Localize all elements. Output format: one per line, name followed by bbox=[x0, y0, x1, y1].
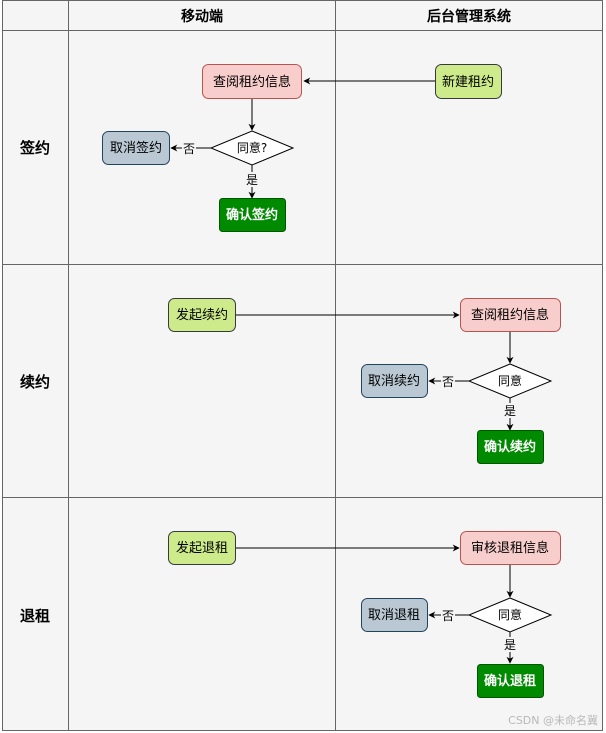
decision-agree-label: 同意 bbox=[498, 607, 522, 622]
node-view-lease-info-label: 查阅租约信息 bbox=[213, 74, 291, 90]
node-cancel-renew bbox=[361, 364, 428, 398]
edge-label-yes: 是 bbox=[504, 638, 516, 652]
row-header-renew: 续约 bbox=[20, 373, 50, 391]
label-no-bg bbox=[441, 374, 455, 389]
node-review-exit-info-label: 审核退租信息 bbox=[471, 540, 549, 556]
node-new-lease bbox=[435, 64, 502, 99]
header-row bbox=[2, 0, 603, 31]
node-initiate-exit bbox=[168, 531, 236, 565]
edge-label-no: 否 bbox=[442, 375, 454, 389]
label-yes-bg bbox=[503, 403, 517, 418]
node-view-lease-info-label: 查阅租约信息 bbox=[471, 307, 549, 323]
watermark: CSDN @未命名冀 bbox=[508, 714, 598, 727]
node-cancel-exit bbox=[361, 598, 428, 632]
decision-agree bbox=[209, 130, 295, 166]
label-yes-bg bbox=[245, 172, 259, 187]
decision-agree bbox=[467, 363, 553, 399]
exit-flow: 发起退租 审核退租信息 同意 取消退租 否 是 确认退租 bbox=[168, 531, 561, 698]
row-header-sign: 签约 bbox=[19, 139, 50, 157]
sign-flow: 查阅租约信息 新建租约 同意? 取消签约 否 是 确认签约 bbox=[102, 64, 502, 232]
edge-label-no: 否 bbox=[183, 142, 195, 156]
label-yes-bg bbox=[503, 637, 517, 652]
node-new-lease-label: 新建租约 bbox=[442, 74, 494, 90]
edge-label-yes: 是 bbox=[504, 404, 516, 418]
node-view-lease-info bbox=[460, 298, 561, 332]
node-confirm-sign bbox=[219, 198, 286, 232]
row-header-exit: 退租 bbox=[20, 607, 50, 625]
node-cancel-sign-label: 取消签约 bbox=[110, 140, 162, 156]
column-header-mobile: 移动端 bbox=[181, 8, 223, 25]
label-no-bg bbox=[182, 141, 196, 156]
node-cancel-sign bbox=[102, 131, 170, 165]
node-confirm-exit-label: 确认退租 bbox=[484, 673, 536, 689]
renew-flow: 发起续约 查阅租约信息 同意 取消续约 否 是 确认续约 bbox=[168, 298, 561, 464]
node-cancel-exit-label: 取消退租 bbox=[368, 608, 420, 623]
edge-label-yes: 是 bbox=[246, 173, 258, 187]
decision-agree bbox=[467, 597, 553, 633]
lane-sign bbox=[2, 30, 603, 265]
node-confirm-sign-label: 确认签约 bbox=[226, 207, 278, 223]
column-header-admin: 后台管理系统 bbox=[427, 8, 511, 25]
decision-agree-label: 同意 bbox=[498, 373, 522, 388]
node-initiate-exit-label: 发起退租 bbox=[176, 540, 228, 556]
edge-label-no: 否 bbox=[442, 609, 454, 623]
node-initiate-renew bbox=[168, 298, 236, 332]
node-confirm-exit bbox=[477, 664, 544, 698]
node-confirm-renew-label: 确认续约 bbox=[484, 439, 536, 455]
node-confirm-renew bbox=[477, 430, 544, 464]
node-cancel-renew-label: 取消续约 bbox=[368, 374, 420, 389]
node-initiate-renew-label: 发起续约 bbox=[176, 307, 228, 323]
node-review-exit-info bbox=[460, 531, 561, 565]
node-view-lease-info bbox=[202, 64, 302, 99]
label-no-bg bbox=[441, 608, 455, 623]
decision-agree-label: 同意? bbox=[237, 140, 267, 155]
